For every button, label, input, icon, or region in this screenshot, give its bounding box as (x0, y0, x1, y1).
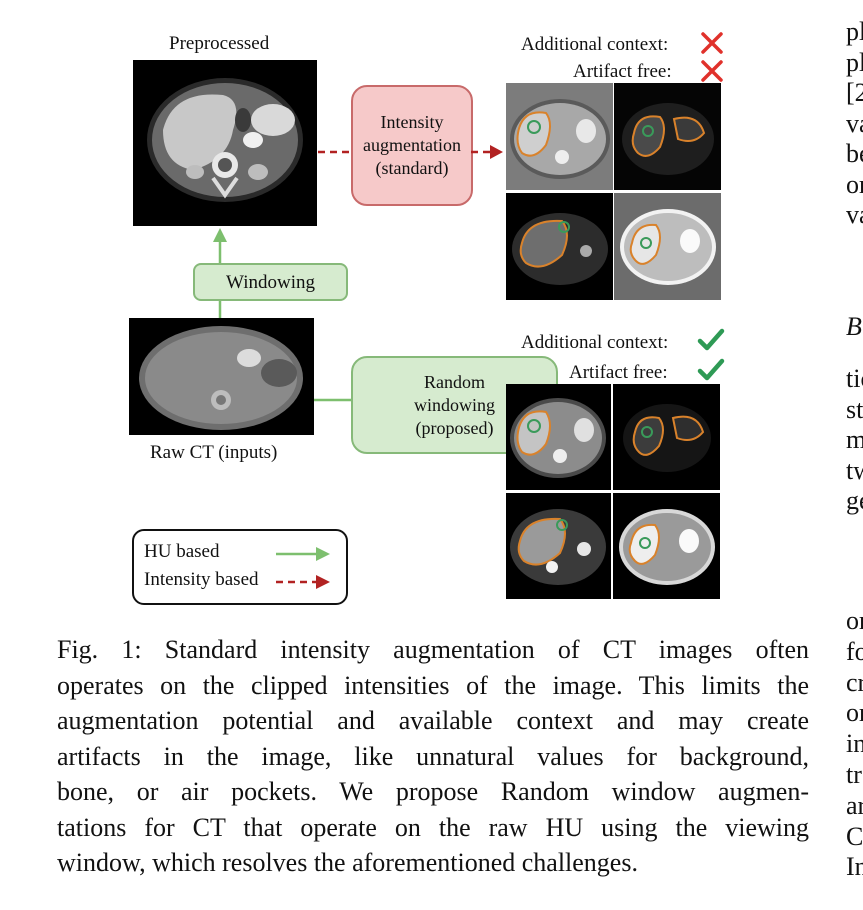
standard-result-thumb-3 (506, 193, 613, 300)
right-column-line: va (846, 108, 863, 138)
standard-box-line-1: Intensity (380, 112, 444, 132)
windowing-box: Windowing (193, 263, 348, 301)
right-column-line: fo (846, 636, 863, 666)
caption-line: window, which resolves the aforementione… (57, 848, 638, 877)
intensity-arrow-out (471, 145, 503, 159)
right-column-line: In (846, 852, 863, 882)
right-column-line: or (846, 698, 863, 728)
caption-line: artifacts in the image, like unnatural v… (57, 741, 809, 771)
proposed-result-thumb-3 (506, 493, 611, 599)
standard-box-line-2: augmentation (363, 135, 461, 155)
caption-line: Fig. 1: Standard intensity augmentation … (57, 635, 809, 664)
legend: HU based Intensity based (132, 529, 348, 605)
windowing-label: Windowing (226, 271, 315, 293)
right-column-line: be (846, 139, 863, 168)
intensity-arrow-in (318, 150, 352, 154)
right-column-line: tic (846, 364, 863, 393)
legend-hu-label: HU based (144, 541, 220, 562)
right-column-line: or (846, 169, 863, 199)
caption-line: bone, or air pockets. We propose Random … (57, 777, 809, 806)
standard-result-thumb-2 (614, 83, 721, 190)
right-column-line: va (846, 200, 863, 229)
right-column-line: or (846, 606, 863, 635)
raw-ct-label: Raw CT (inputs) (150, 442, 278, 463)
standard-result-thumb-4 (614, 193, 721, 300)
top-artifact-free-label: Artifact free: (573, 61, 672, 82)
legend-hu-arrow (276, 547, 330, 561)
proposed-box-line-1: Random (424, 371, 485, 392)
preprocessed-ct-image (133, 60, 317, 226)
check-icon (697, 328, 725, 351)
right-column-line: cr (846, 667, 863, 697)
right-column-line: in (846, 729, 863, 759)
proposed-result-thumb-4 (613, 493, 720, 599)
figure-caption: Fig. 1: Standard intensity augmentation … (57, 632, 809, 881)
caption-line: tations for CT that operate on the raw H… (57, 812, 809, 842)
right-column-line: pl (846, 17, 863, 46)
right-column-mid: tic st m tw ge (846, 364, 863, 517)
cross-icon (701, 32, 723, 54)
legend-intensity-label: Intensity based (144, 569, 259, 590)
caption-line: augmentation potential and available con… (57, 706, 809, 735)
right-column-line: pl (846, 47, 863, 77)
right-column-line: ar (846, 790, 863, 820)
right-column-line: tr (846, 759, 862, 789)
hu-arrow-in (314, 398, 354, 402)
right-column-line: st (846, 394, 863, 424)
right-column-line: ge (846, 486, 863, 515)
right-column-top: pl pl [2 va be or va (846, 17, 863, 231)
caption-line: operates on the clipped intensities of t… (57, 670, 809, 700)
raw-ct-image (129, 318, 314, 435)
right-column-line: m (846, 425, 863, 454)
proposed-result-thumb-1 (506, 384, 611, 490)
legend-intensity-arrow (276, 575, 330, 589)
proposed-result-thumb-2 (613, 384, 720, 490)
right-column-bottom: or fo cr or in tr ar C In (846, 606, 863, 883)
right-column-line: tw (846, 455, 863, 485)
top-additional-context-label: Additional context: (521, 34, 669, 55)
proposed-box-line-3: (proposed) (415, 417, 494, 438)
cross-icon (701, 60, 723, 82)
bottom-artifact-free-label: Artifact free: (569, 362, 668, 383)
preprocessed-label: Preprocessed (169, 33, 270, 54)
proposed-box-line-2: windowing (414, 394, 495, 415)
standard-result-thumb-1 (506, 83, 613, 190)
intensity-augmentation-standard-box: Intensity augmentation (standard) (351, 85, 473, 206)
standard-box-line-3: (standard) (375, 158, 449, 178)
section-marker: B (846, 312, 862, 341)
bottom-additional-context-label: Additional context: (521, 332, 669, 353)
check-icon (697, 358, 725, 381)
right-column-line: [2 (846, 78, 863, 107)
right-column-line: C (846, 821, 863, 851)
